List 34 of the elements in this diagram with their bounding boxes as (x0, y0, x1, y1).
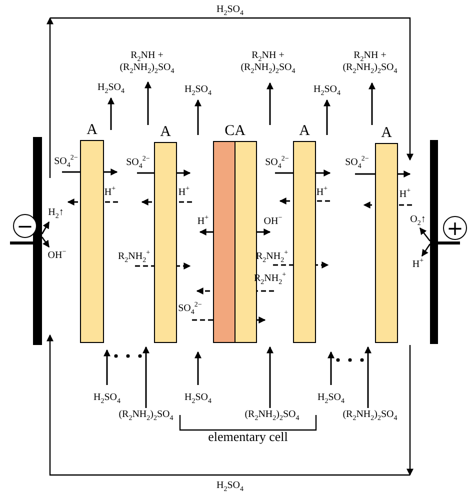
formula-label: R$_{2}$NH + (R$_{2}$NH$_{2}$)$_{2}$SO$_{4}$ (342, 50, 398, 74)
formula-label: H$_{2}$SO$_{4}$ (216, 4, 244, 16)
formula-label: H$^{+}$ (316, 187, 328, 199)
formula-label: H$^{+}$ (104, 187, 116, 199)
formula-label: H$_{2}$SO$_{4}$ (317, 392, 345, 404)
formula-label: H$_{2}$SO$_{4}$ (184, 84, 212, 96)
formula-label: H$_{2}$SO$_{4}$ (313, 84, 341, 96)
formula-label: H$_{2}$↑ (48, 207, 64, 219)
electrode (33, 137, 42, 345)
formula-label: H$^{+}$ (399, 189, 411, 201)
formula-label: (R$_{2}$NH$_{2}$)$_{2}$SO$_{4}$ (244, 409, 300, 421)
membrane-label: A (160, 125, 171, 140)
membrane-label: A (299, 124, 310, 139)
bracket-label: elementary cell (208, 431, 288, 443)
membrane-label: A (86, 123, 98, 138)
formula-label: (R$_{2}$NH$_{2}$)$_{2}$SO$_{4}$ (342, 409, 398, 421)
formula-label: R$_{2}$NH + (R$_{2}$NH$_{2}$)$_{2}$SO$_{4}$ (118, 50, 176, 74)
polarity-sign: − (13, 214, 37, 238)
membrane-label: CA (224, 124, 246, 139)
formula-label: H$_{2}$SO$_{4}$ (93, 392, 121, 404)
formula-label: O$_{2}$↑ (410, 214, 426, 226)
formula-label: H$_{2}$SO$_{4}$ (97, 82, 125, 94)
electrode (430, 140, 438, 344)
formula-label: OH$^{−}$ (48, 250, 66, 262)
formula-label: OH$^{−}$ (264, 216, 282, 228)
formula-label: R$_{2}$NH + (R$_{2}$NH$_{2}$)$_{2}$SO$_{4}$ (240, 50, 296, 74)
formula-label: H$^{+}$ (197, 216, 209, 228)
formula-label: H$_{2}$SO$_{4}$ (216, 480, 244, 492)
formula-label: H$_{2}$SO$_{4}$ (184, 392, 212, 404)
membrane-label: A (381, 126, 392, 141)
polarity-sign: + (443, 216, 467, 240)
formula-label: (R$_{2}$NH$_{2}$)$_{2}$SO$_{4}$ (118, 409, 174, 421)
formula-label: H$^{+}$ (178, 187, 190, 199)
formula-label: H$^{+}$ (412, 259, 424, 271)
